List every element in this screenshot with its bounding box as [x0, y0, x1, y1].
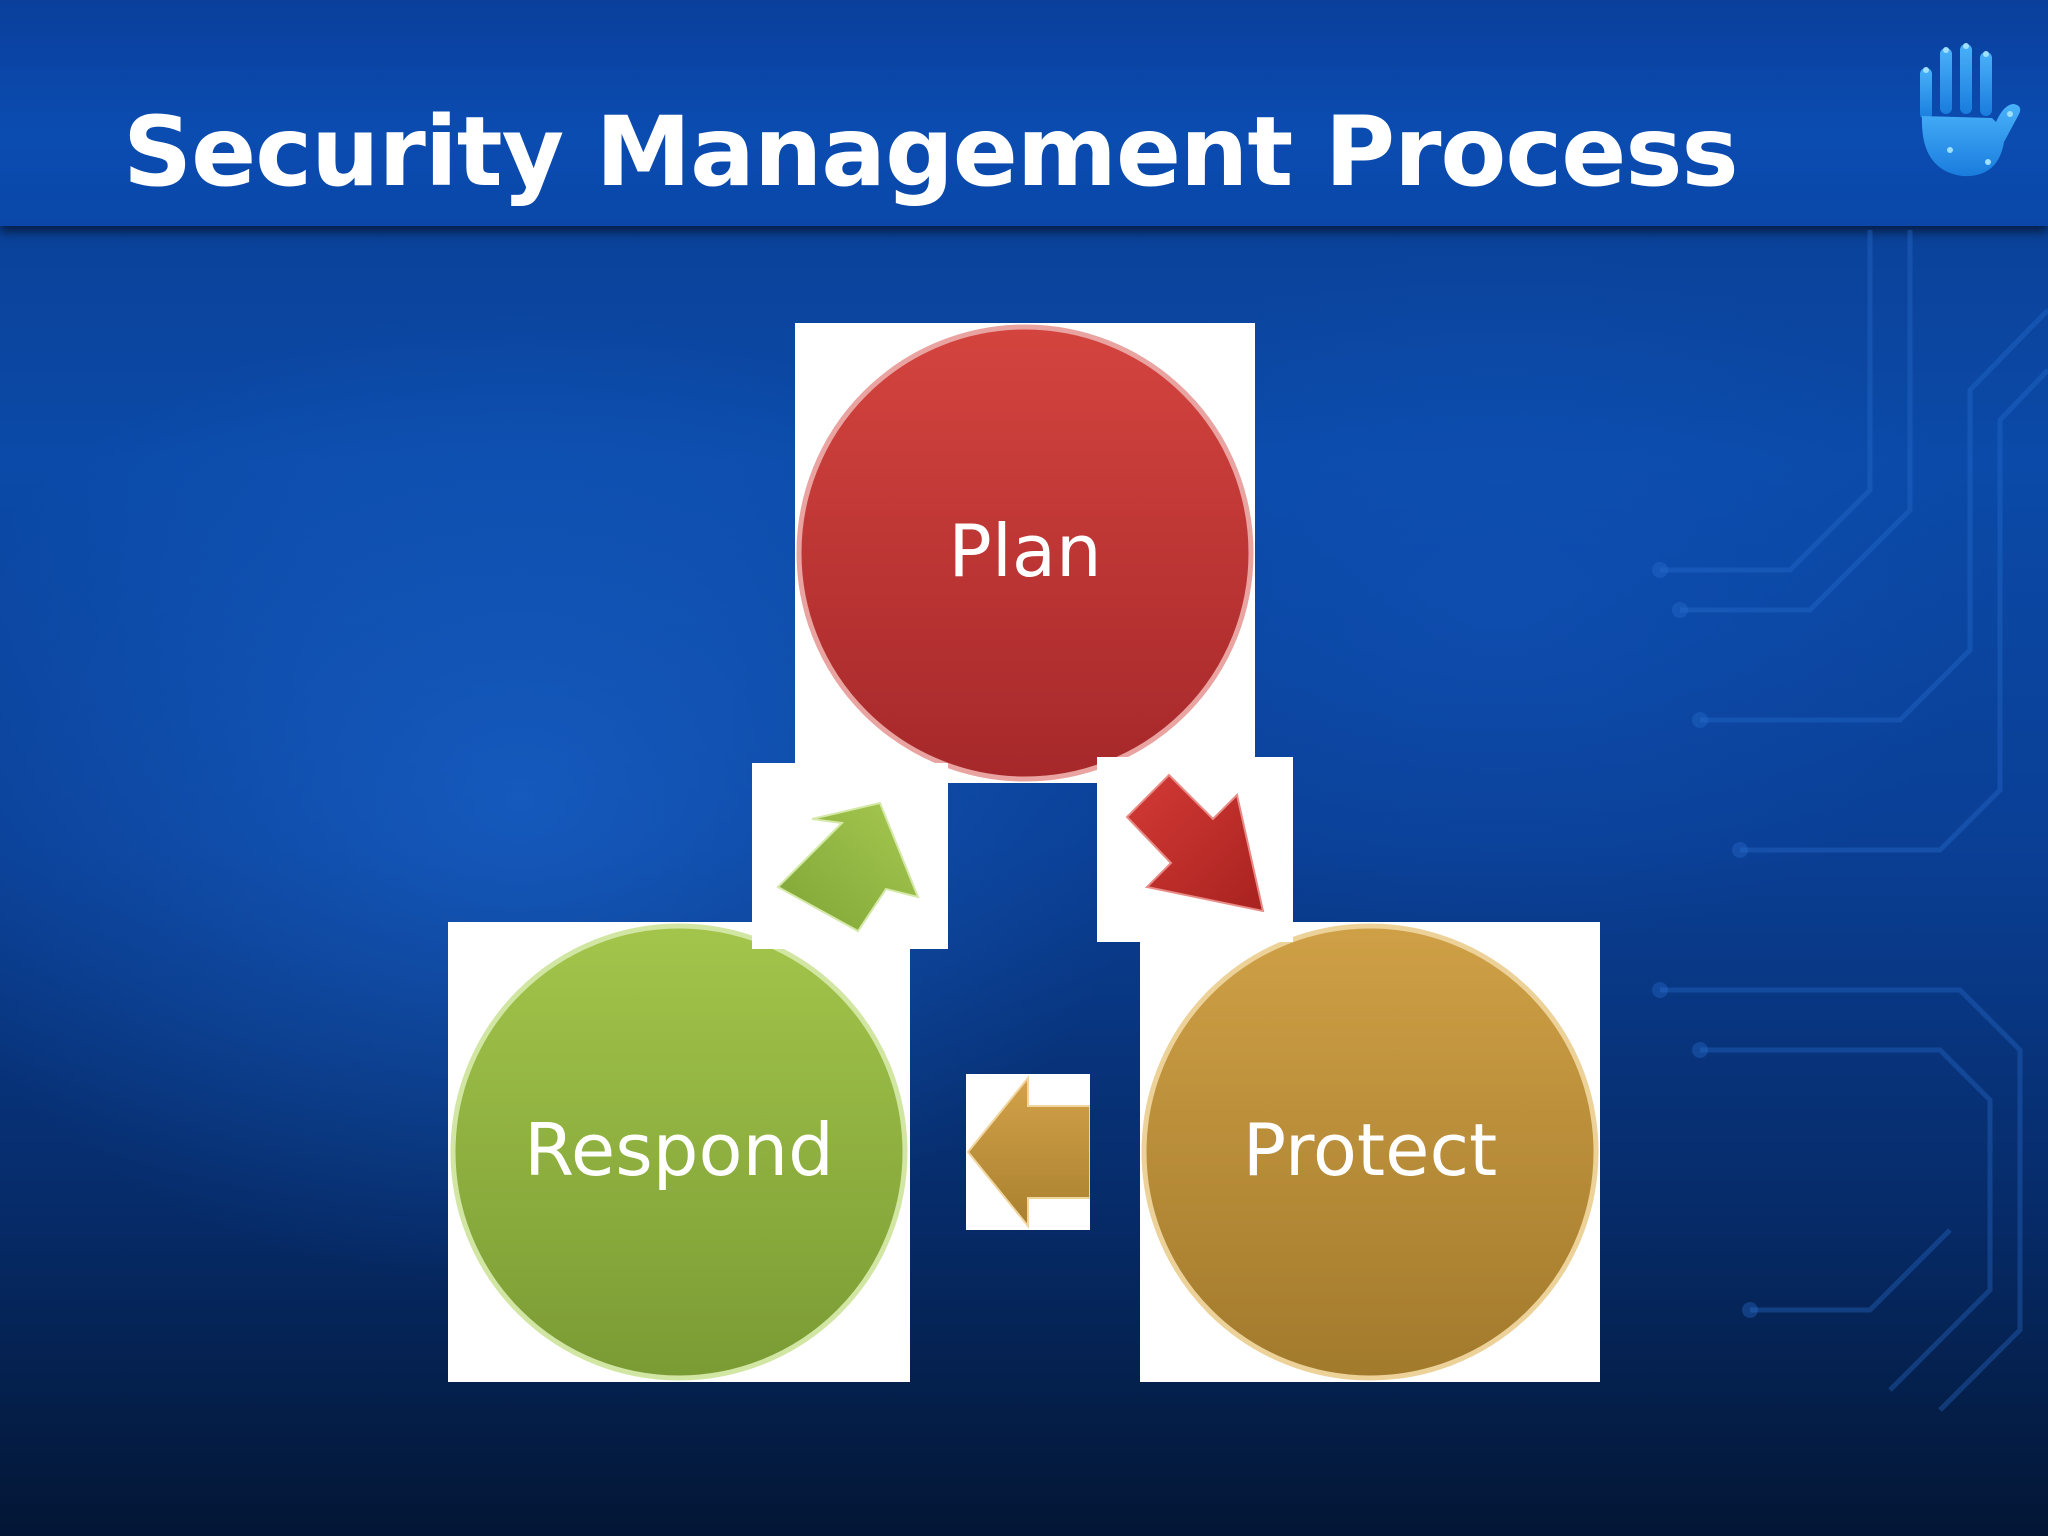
page-title: Security Management Process: [123, 96, 1739, 208]
plan-node: [796, 324, 1254, 782]
title-bar: [0, 0, 2048, 226]
respond-node: [450, 923, 908, 1381]
respond-node-label: Respond: [524, 1108, 834, 1192]
plan-node-label: Plan: [948, 509, 1102, 593]
protect-node: [1141, 923, 1599, 1381]
plan-to-protect-arrow: [1125, 773, 1265, 913]
circuit-board-decoration: [1652, 230, 2048, 1412]
hand-print-icon: [1920, 43, 2021, 177]
respond-to-plan-arrow: [776, 801, 920, 933]
protect-node-label: Protect: [1242, 1108, 1498, 1192]
protect-to-respond-arrow: [966, 1075, 1090, 1229]
